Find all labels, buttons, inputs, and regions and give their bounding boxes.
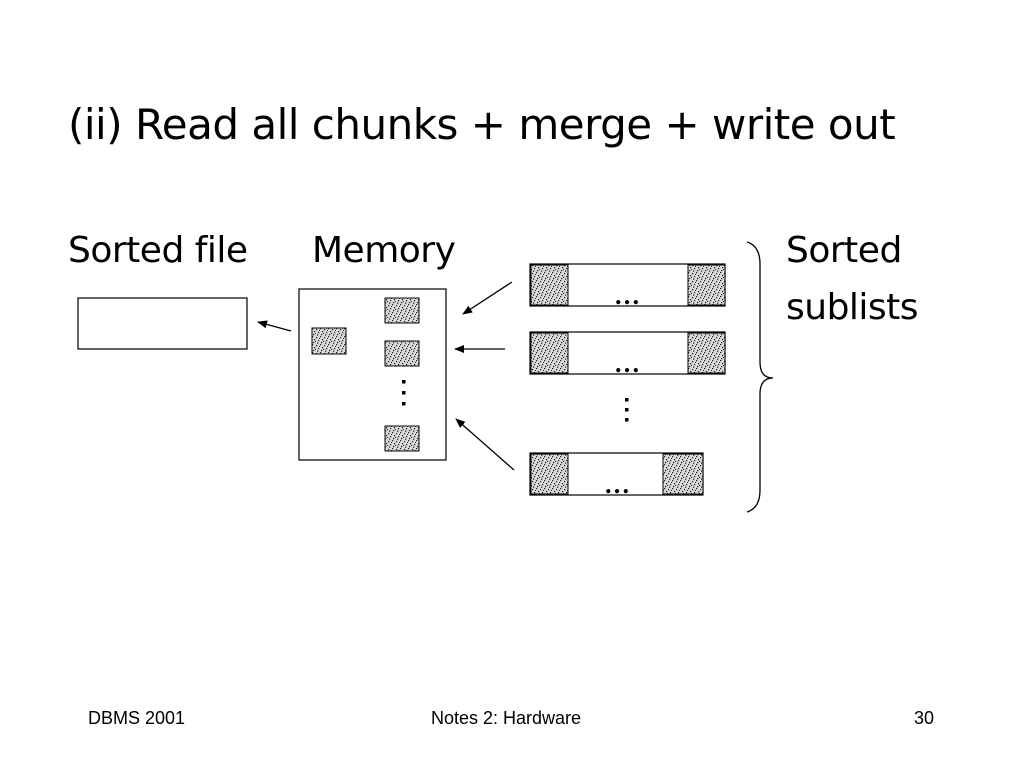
sublist-2-ellipsis: …	[614, 349, 640, 378]
footer-notes-title: Notes 2: Hardware	[431, 708, 582, 728]
sublist-1-ellipsis: …	[614, 281, 640, 310]
sorted-sublists-label-line2: sublists	[786, 287, 919, 328]
sublist-1-last-block	[687, 264, 726, 306]
memory-vertical-dots	[402, 380, 406, 406]
sorted-sublists-label-line1: Sorted	[786, 230, 902, 271]
footer-course: DBMS 2001	[88, 708, 186, 728]
sublist-1-first-block	[530, 264, 569, 306]
slide-title: (ii) Read all chunks + merge + write out	[68, 100, 896, 149]
footer-page-number: 30	[914, 708, 935, 728]
sublist-2-first-block	[530, 332, 569, 374]
sublist-n-first-block	[530, 453, 569, 495]
sorted-sublist-n: …	[529, 452, 704, 499]
input-buffer-block-n	[384, 425, 420, 452]
output-buffer-block	[311, 327, 347, 355]
output-arrow	[257, 320, 292, 332]
memory-box	[298, 288, 447, 461]
sublists-brace	[746, 241, 774, 513]
input-arrow-n	[455, 418, 515, 471]
input-buffer-block-2	[384, 340, 420, 367]
sorted-file-box	[77, 297, 248, 350]
sublists-vertical-dots	[625, 398, 629, 422]
sublist-2-last-block	[687, 332, 726, 374]
input-arrow-1	[462, 281, 513, 315]
sorted-sublist-2: …	[529, 331, 726, 378]
sublist-n-ellipsis: …	[604, 470, 630, 499]
memory-label: Memory	[312, 230, 456, 271]
sublist-n-last-block	[662, 453, 704, 495]
input-buffer-block-1	[384, 297, 420, 324]
sorted-sublist-1: …	[529, 263, 726, 310]
sorted-file-label: Sorted file	[68, 230, 248, 271]
